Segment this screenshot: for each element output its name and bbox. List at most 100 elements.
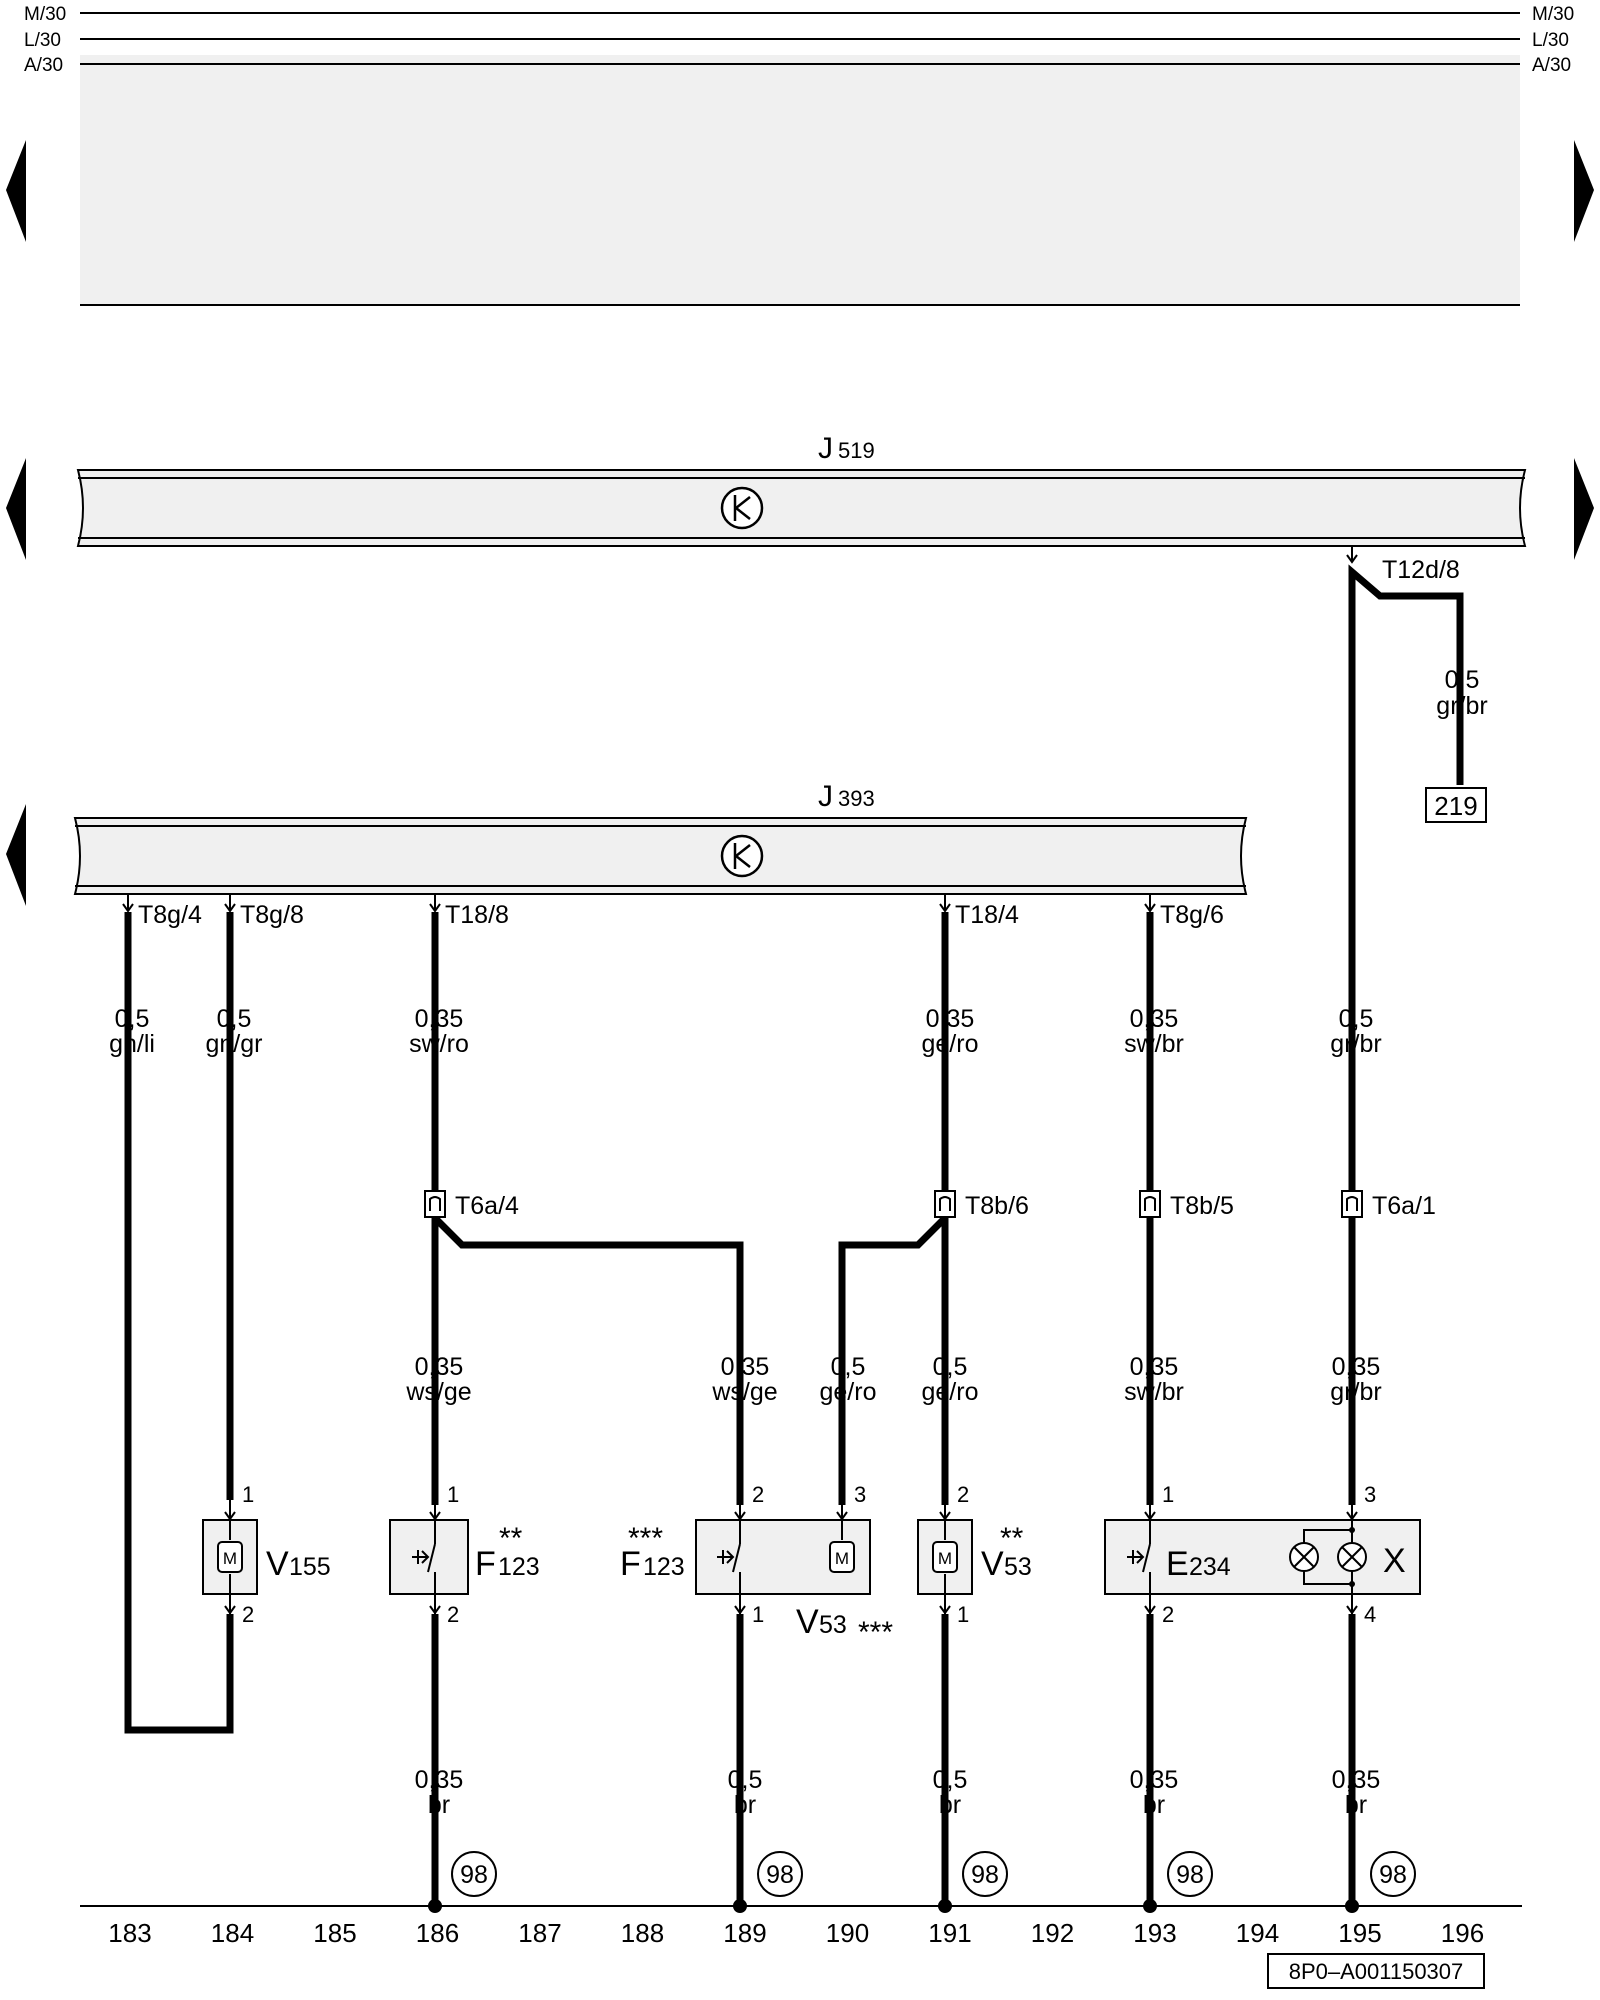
connector-t12d-8: T12d/8	[1382, 556, 1460, 584]
motor-icon: M	[932, 1520, 958, 1594]
ground-point-98[interactable]: 98	[451, 1851, 497, 1897]
component-v53-letter: V	[981, 1545, 1004, 1583]
wire-color: ws/ge	[711, 1378, 777, 1406]
component-v53-number: 53	[1004, 1553, 1032, 1581]
ground-bar: 98 98 98 98 98	[80, 1851, 1522, 1913]
wire-size: 0,35	[415, 1353, 464, 1381]
wire-color: br	[1143, 1791, 1165, 1819]
wire-size: 0,35	[1332, 1766, 1381, 1794]
wire-v155-loop	[124, 912, 234, 1734]
wire-color: ge/ro	[922, 1030, 979, 1058]
column-number: 191	[928, 1918, 971, 1948]
svg-text:98: 98	[1176, 1861, 1204, 1889]
svg-text:T18/4: T18/4	[955, 901, 1019, 929]
ground-point-98[interactable]: 98	[757, 1851, 803, 1897]
wire-color: br	[1345, 1791, 1367, 1819]
wire-size: 0,5	[115, 1005, 150, 1033]
motor-icon: M	[829, 1520, 855, 1573]
svg-text:2: 2	[957, 1482, 969, 1507]
wire-color: gn/li	[109, 1030, 155, 1058]
column-number: 187	[518, 1918, 561, 1948]
column-number: 189	[723, 1918, 766, 1948]
column-number: 193	[1133, 1918, 1176, 1948]
module-j393-number: 393	[838, 786, 875, 811]
wire-size: 0,5	[933, 1766, 968, 1794]
svg-text:3: 3	[854, 1482, 866, 1507]
rail-label-l30-left: L/30	[24, 30, 61, 51]
wire-color: gr/br	[1330, 1030, 1381, 1058]
nav-left-arrow-icon[interactable]	[6, 804, 26, 906]
wire-size: 0,35	[1130, 1766, 1179, 1794]
svg-text:***: ***	[628, 1522, 663, 1555]
rail-area	[80, 55, 1520, 305]
svg-text:T8b/6: T8b/6	[965, 1192, 1029, 1220]
rail-label-m30-right: M/30	[1532, 4, 1574, 25]
svg-text:1: 1	[242, 1482, 254, 1507]
component-v53-letter: V	[796, 1603, 819, 1641]
svg-text:2: 2	[752, 1482, 764, 1507]
wire-size: 0,5	[831, 1353, 866, 1381]
switch-icon	[1127, 1520, 1151, 1594]
component-v155[interactable]: 1 M 2 V 155	[202, 1482, 331, 1627]
svg-text:2: 2	[242, 1602, 254, 1627]
ground-point-98[interactable]: 98	[1167, 1851, 1213, 1897]
component-v53-number: 53	[819, 1611, 847, 1639]
svg-text:98: 98	[1379, 1861, 1407, 1889]
rail-label-l30-right: L/30	[1532, 30, 1569, 51]
svg-text:T6a/1: T6a/1	[1372, 1192, 1436, 1220]
nav-right-arrow-icon[interactable]	[1574, 140, 1594, 242]
module-j519: J 519	[76, 432, 1527, 547]
wires	[124, 912, 1356, 1900]
component-v53-a[interactable]: 2 M 1 ** V 53	[917, 1482, 1032, 1627]
svg-text:1: 1	[1162, 1482, 1174, 1507]
column-number: 196	[1441, 1918, 1484, 1948]
component-v155-letter: V	[266, 1545, 289, 1583]
wire-size: 0,35	[721, 1353, 770, 1381]
inline-connectors: T6a/4 T8b/6 T8b/5 T6a/1	[424, 1190, 1436, 1220]
svg-text:M: M	[938, 1549, 952, 1568]
wire-color: sw/ro	[409, 1030, 469, 1058]
connector-t8b-6: T8b/6	[934, 1190, 1029, 1220]
wire-color: ge/ro	[820, 1378, 877, 1406]
nav-left-arrow-icon[interactable]	[6, 458, 26, 560]
component-f123-a[interactable]: 1 2 ** F 123	[389, 1482, 540, 1627]
svg-text:2: 2	[447, 1602, 459, 1627]
wire-size: 0,35	[1332, 1353, 1381, 1381]
pin-t18-4: T18/4	[939, 894, 1019, 929]
reference-box[interactable]	[1425, 787, 1487, 823]
wire-color: br	[428, 1791, 450, 1819]
wire-color: gr/br	[1330, 1378, 1381, 1406]
svg-text:**: **	[499, 1522, 523, 1555]
can-bus-k-icon	[720, 486, 764, 530]
wire-size: 0,35	[415, 1766, 464, 1794]
svg-text:T18/8: T18/8	[445, 901, 509, 929]
column-number: 183	[108, 1918, 151, 1948]
document-id: 8P0–A001150307	[1289, 1959, 1464, 1984]
column-number: 186	[416, 1918, 459, 1948]
wire-size: 0,35	[926, 1005, 975, 1033]
svg-text:T8g/8: T8g/8	[240, 901, 304, 929]
ground-icon	[428, 1899, 1359, 1913]
svg-text:M: M	[835, 1549, 849, 1568]
wire-color: ws/ge	[405, 1378, 471, 1406]
wire-j519-to-219: T12d/8 0,5 gr/br 219	[1346, 546, 1488, 1205]
ground-point-98[interactable]: 98	[1370, 1851, 1416, 1897]
connector-t8b-5: T8b/5	[1139, 1190, 1234, 1220]
wire-color: br	[939, 1791, 961, 1819]
column-number: 195	[1338, 1918, 1381, 1948]
svg-text:T8g/4: T8g/4	[138, 901, 202, 929]
component-e234[interactable]: 1 3 E 234 X 2 4	[1104, 1482, 1421, 1627]
component-v155-number: 155	[289, 1553, 331, 1581]
supply-rails: M/30 L/30 A/30 M/30 L/30 A/30	[24, 4, 1574, 306]
can-bus-k-icon	[720, 834, 764, 878]
svg-text:1: 1	[447, 1482, 459, 1507]
rail-label-a30-right: A/30	[1532, 55, 1571, 76]
nav-right-arrow-icon[interactable]	[1574, 458, 1594, 560]
ground-point-98[interactable]: 98	[962, 1851, 1008, 1897]
component-f123-v53-combined[interactable]: 2 3 M 1 *** F 123 V 53 ***	[620, 1482, 893, 1649]
nav-left-arrow-icon[interactable]	[6, 140, 26, 242]
pin-t8g-8: T8g/8	[224, 894, 304, 929]
pin-t8g-4: T8g/4	[122, 894, 202, 929]
component-e234-letter: E	[1166, 1545, 1189, 1583]
